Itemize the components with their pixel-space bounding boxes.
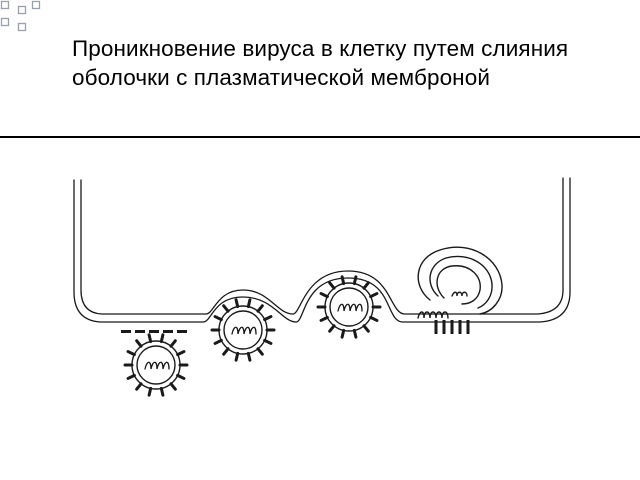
receptor-spike xyxy=(434,320,438,334)
receptor-spike xyxy=(458,320,462,334)
receptor-mark xyxy=(149,330,159,333)
receptor-mark xyxy=(177,330,187,333)
free-virion xyxy=(123,333,189,397)
slide-title: Проникновение вируса в клетку путем слия… xyxy=(72,36,569,90)
membrane-receptors xyxy=(121,320,470,334)
cell-membrane xyxy=(73,177,571,323)
corner-decoration xyxy=(0,0,41,32)
receptor-mark xyxy=(135,330,145,333)
attaching-virion xyxy=(210,298,276,362)
budding-virion xyxy=(316,275,382,339)
receptor-mark xyxy=(121,330,131,333)
receptor-spike xyxy=(466,320,470,334)
fusing-virion xyxy=(417,246,503,319)
title-divider xyxy=(0,136,640,138)
receptor-spike xyxy=(450,320,454,334)
virions xyxy=(123,275,382,397)
receptor-spike xyxy=(442,320,446,334)
receptor-mark xyxy=(163,330,173,333)
